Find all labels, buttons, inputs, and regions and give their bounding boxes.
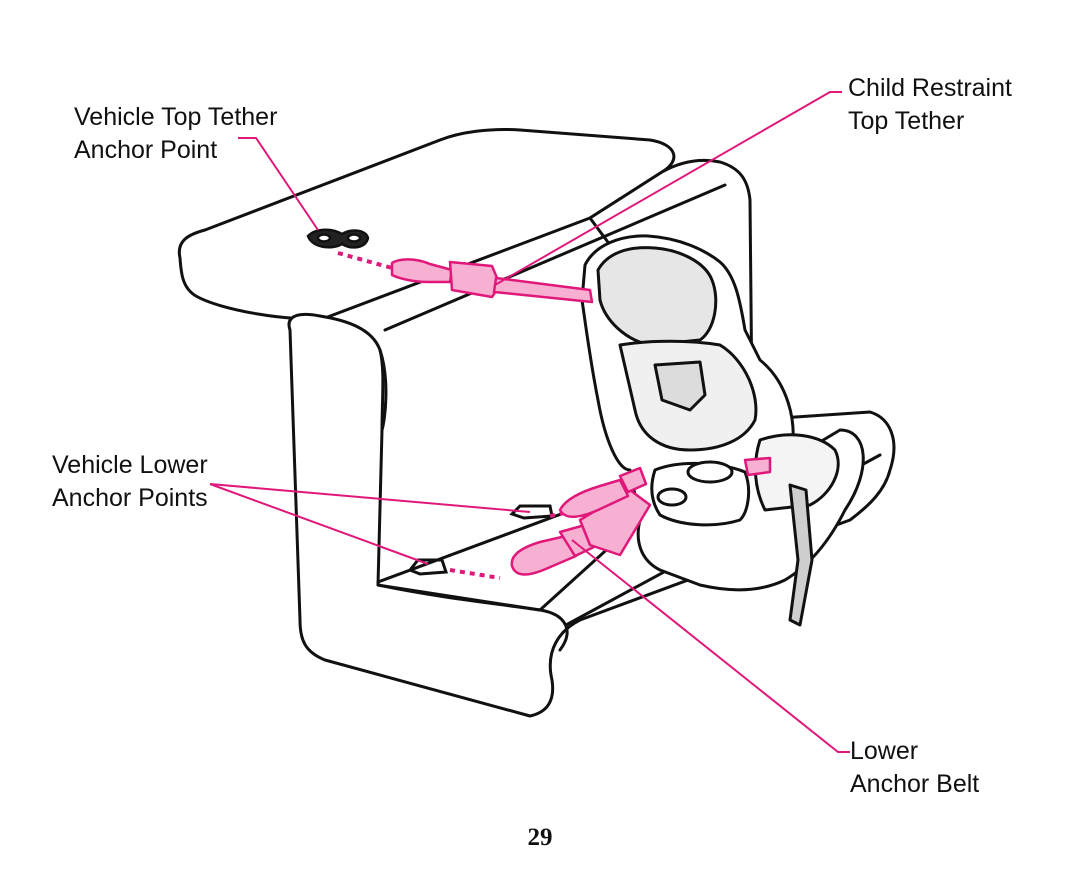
bench-front-edge (376, 583, 569, 652)
label-line: Lower (850, 737, 919, 765)
lower-anchor-bars (407, 504, 554, 576)
label-vehicle-top-tether-anchor: Vehicle Top Tether Anchor Point (74, 101, 277, 167)
callout-top-anchor (238, 137, 319, 231)
page-number: 29 (527, 824, 553, 851)
car-seat-cushion (754, 433, 840, 512)
callout-lines (209, 91, 850, 753)
vehicle-seat-back (177, 128, 676, 321)
label-line: Vehicle Top Tether (74, 103, 278, 131)
label-lower-anchor-belt: Lower Anchor Belt (850, 735, 979, 801)
label-line: Child Restraint (848, 74, 1012, 102)
vehicle-top-anchor (306, 228, 370, 249)
lower-anchor-bar-lower (407, 558, 449, 576)
label-line: Anchor Points (52, 484, 208, 512)
top-tether-strap (337, 251, 594, 304)
lower-anchor-belt (449, 456, 772, 580)
callout-restraint-tether (494, 91, 842, 286)
car-seat-headrest (596, 246, 718, 347)
tether-hook (390, 258, 454, 284)
shoulder-harness (653, 360, 707, 412)
callout-lower-belt (571, 539, 850, 753)
bench-crease (378, 348, 388, 432)
vehicle-seat-bench (287, 312, 896, 718)
lower-connector-rear (558, 478, 630, 518)
label-vehicle-lower-anchor-points: Vehicle Lower Anchor Points (52, 449, 208, 515)
label-child-restraint-top-tether: Child Restraint Top Tether (848, 72, 1012, 138)
callout-lower-point-2 (209, 483, 429, 565)
label-line: Anchor Belt (850, 770, 980, 798)
armrest-oval (656, 487, 688, 507)
vehicle-lap-belt (788, 483, 814, 627)
seat-crease-line (383, 183, 727, 332)
child-car-seat (580, 234, 865, 627)
cupholder (686, 460, 734, 484)
label-line: Vehicle Lower (52, 451, 208, 479)
callout-lower-point-1 (209, 483, 531, 513)
tether-adjuster (448, 260, 502, 299)
lower-anchor-bar-upper (509, 504, 554, 520)
label-line: Anchor Point (74, 136, 218, 164)
label-line: Top Tether (848, 107, 965, 135)
